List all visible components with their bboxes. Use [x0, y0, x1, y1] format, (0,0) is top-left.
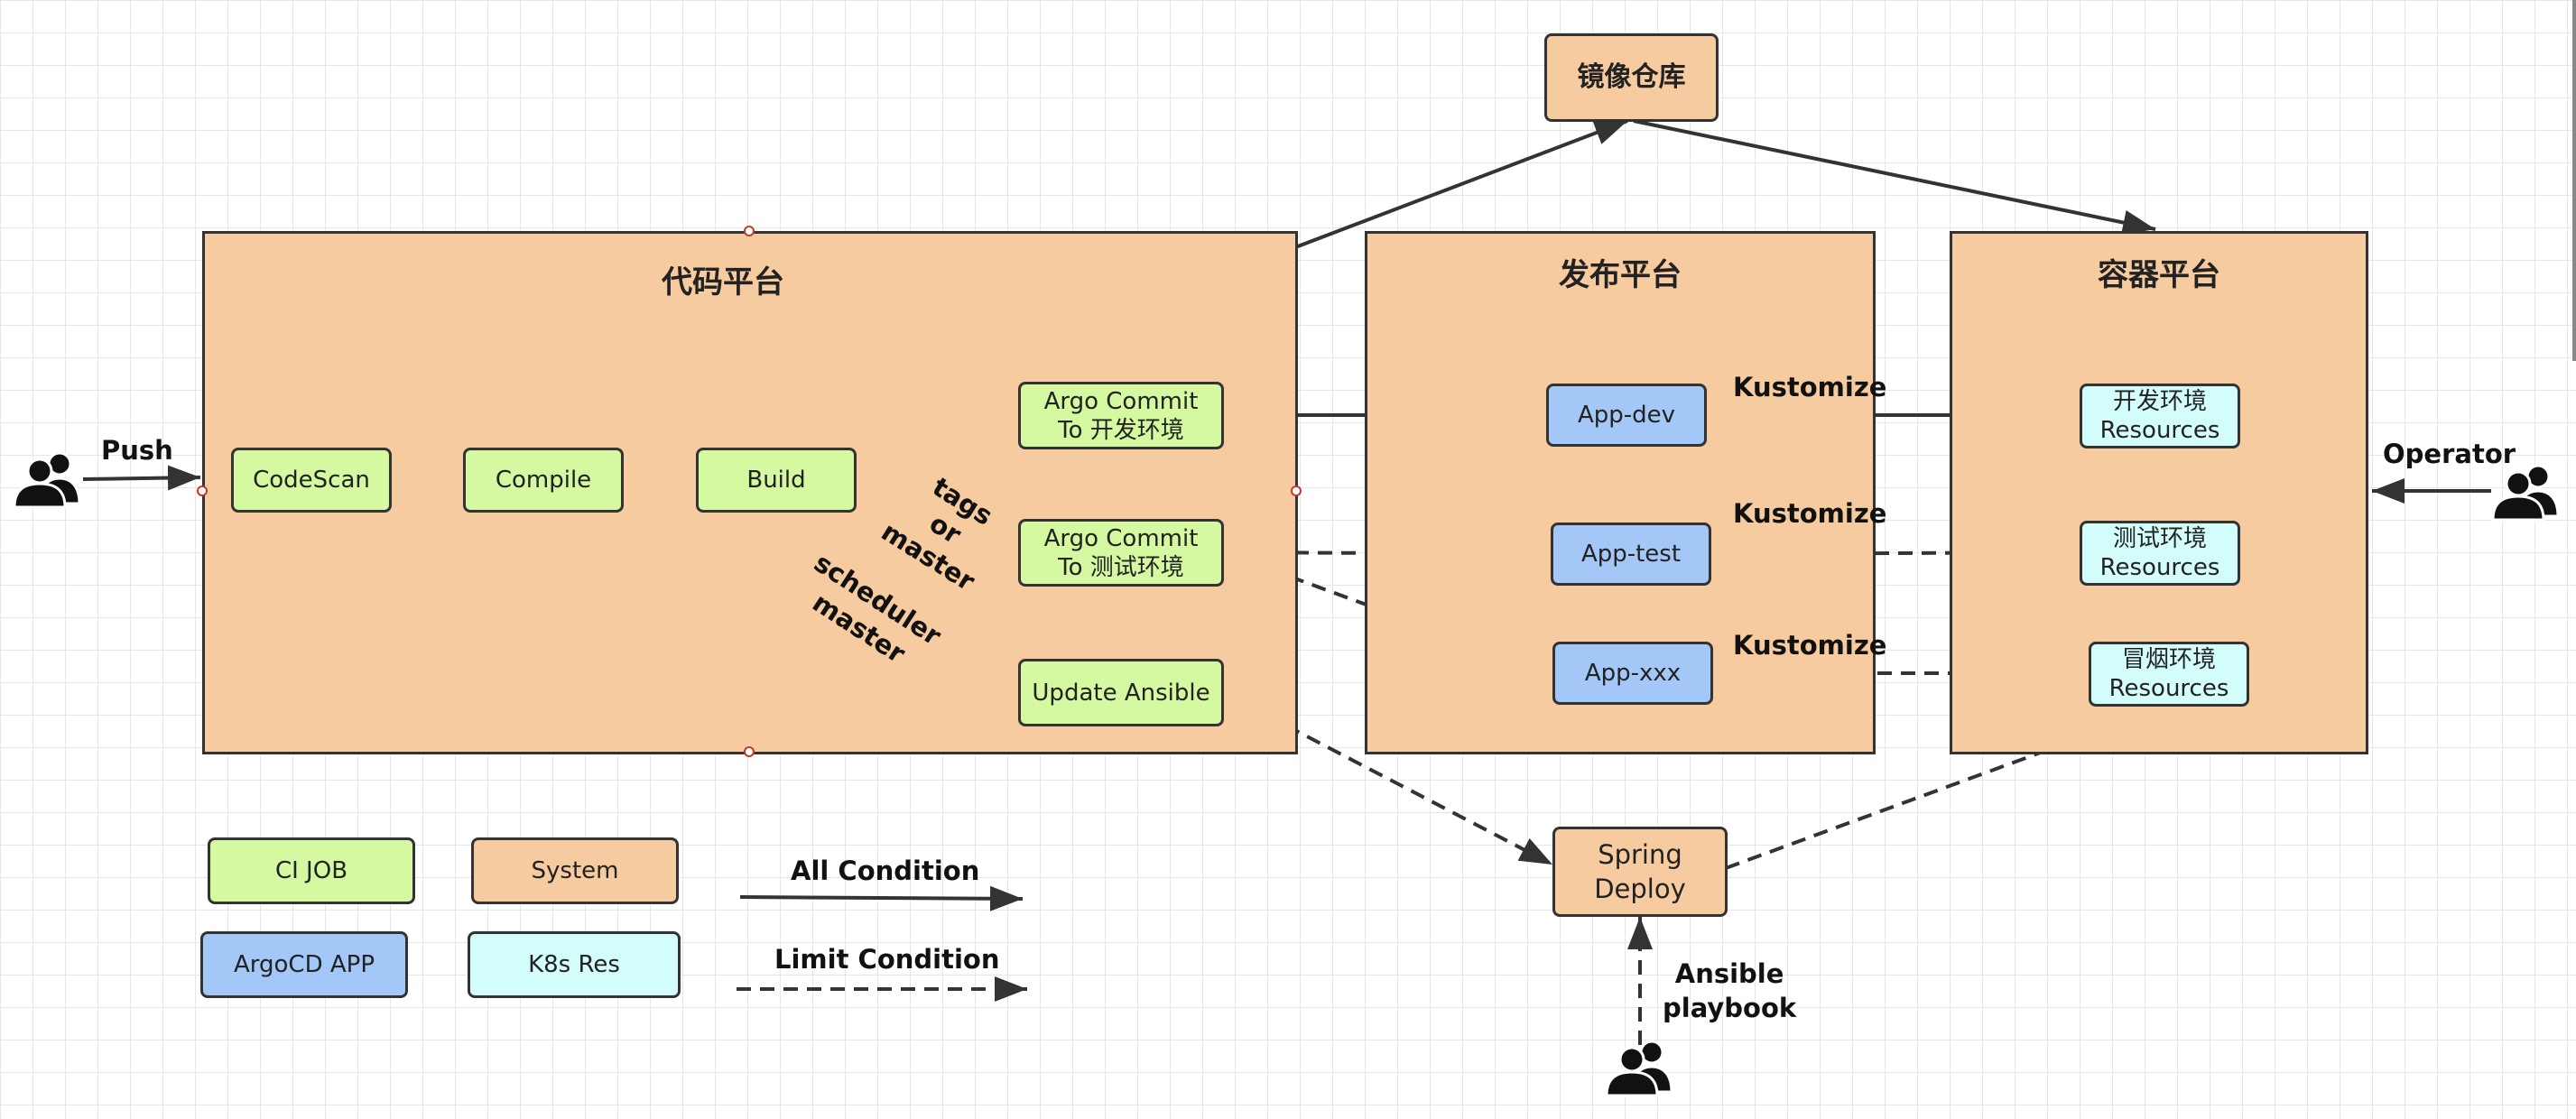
- edge-registry-container: [1633, 119, 2156, 236]
- resize-handle-bottom[interactable]: [744, 746, 755, 757]
- resize-handle-right[interactable]: [1291, 486, 1302, 496]
- push-label: Push: [101, 435, 173, 466]
- legend-ci-job: CI JOB: [208, 837, 415, 904]
- test-resources-node[interactable]: 测试环境 Resources: [2080, 521, 2240, 586]
- operator-label: Operator: [2383, 439, 2516, 469]
- legend-all-condition-label: All Condition: [791, 855, 980, 886]
- user-group-icon: [13, 451, 81, 509]
- scrollbar[interactable]: [2572, 0, 2576, 361]
- resize-handle-top[interactable]: [744, 226, 755, 236]
- release-platform-title: 发布平台: [1559, 257, 1682, 293]
- container-platform-title: 容器平台: [2098, 257, 2220, 293]
- legend-k8s-res: K8s Res: [468, 931, 681, 998]
- ansible-playbook-label: Ansible playbook: [1663, 958, 1797, 1023]
- kustomize-xxx-label: Kustomize: [1733, 630, 1887, 661]
- build-job[interactable]: Build: [696, 448, 857, 513]
- kustomize-test-label: Kustomize: [1733, 498, 1887, 529]
- playbook-user-group-icon: [1605, 1040, 1673, 1097]
- app-xxx-node[interactable]: App-xxx: [1552, 642, 1713, 705]
- legend-all-condition-line: [739, 885, 1024, 911]
- edge-push: [82, 465, 201, 491]
- compile-job[interactable]: Compile: [463, 448, 624, 513]
- smoke-resources-node[interactable]: 冒烟环境 Resources: [2089, 642, 2249, 707]
- legend-argocd-app: ArgoCD APP: [200, 931, 408, 998]
- codescan-job[interactable]: CodeScan: [231, 448, 392, 513]
- resize-handle-left[interactable]: [197, 486, 208, 496]
- legend-limit-condition-label: Limit Condition: [774, 944, 1000, 975]
- argo-commit-dev-job[interactable]: Argo Commit To 开发环境: [1018, 382, 1224, 449]
- edge-ansible-spring: [1223, 691, 1553, 866]
- app-test-node[interactable]: App-test: [1551, 523, 1711, 586]
- update-ansible-job[interactable]: Update Ansible: [1018, 659, 1224, 726]
- spring-deploy-node[interactable]: Spring Deploy: [1552, 827, 1728, 917]
- argo-commit-test-job[interactable]: Argo Commit To 测试环境: [1018, 519, 1224, 587]
- dev-resources-node[interactable]: 开发环境 Resources: [2080, 384, 2240, 449]
- app-dev-node[interactable]: App-dev: [1546, 384, 1707, 447]
- code-platform-title: 代码平台: [662, 264, 784, 301]
- legend-system: System: [471, 837, 679, 904]
- operator-user-group-icon: [2491, 464, 2560, 522]
- kustomize-dev-label: Kustomize: [1733, 372, 1887, 402]
- image-registry-node[interactable]: 镜像仓库: [1544, 33, 1719, 122]
